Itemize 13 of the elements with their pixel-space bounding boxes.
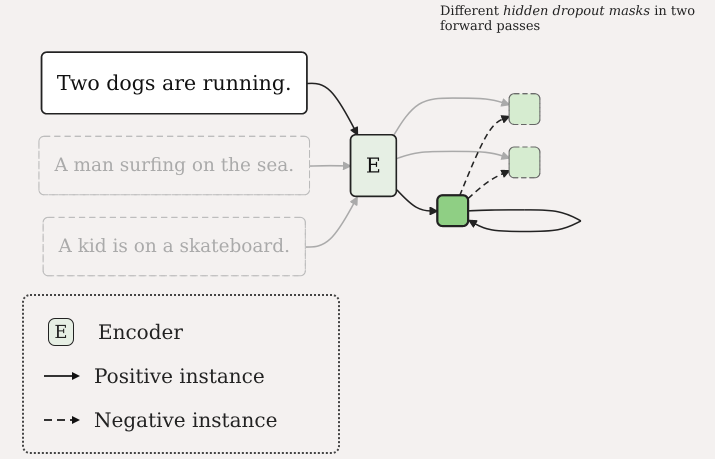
arrow — [396, 189, 438, 216]
legend-text: Encoder — [98, 320, 183, 344]
encoder-symbol: E — [48, 318, 74, 346]
arrow — [306, 196, 358, 248]
arrow — [468, 170, 510, 200]
legend-text: Positive instance — [94, 364, 265, 388]
annotation-text: Different hidden dropout masks in two forward passes — [440, 4, 696, 34]
arrow — [310, 161, 352, 170]
arrow — [392, 97, 510, 136]
legend-text: Negative instance — [94, 408, 278, 432]
arrow — [307, 82, 358, 136]
arrow — [396, 150, 510, 160]
arrow — [458, 115, 510, 196]
